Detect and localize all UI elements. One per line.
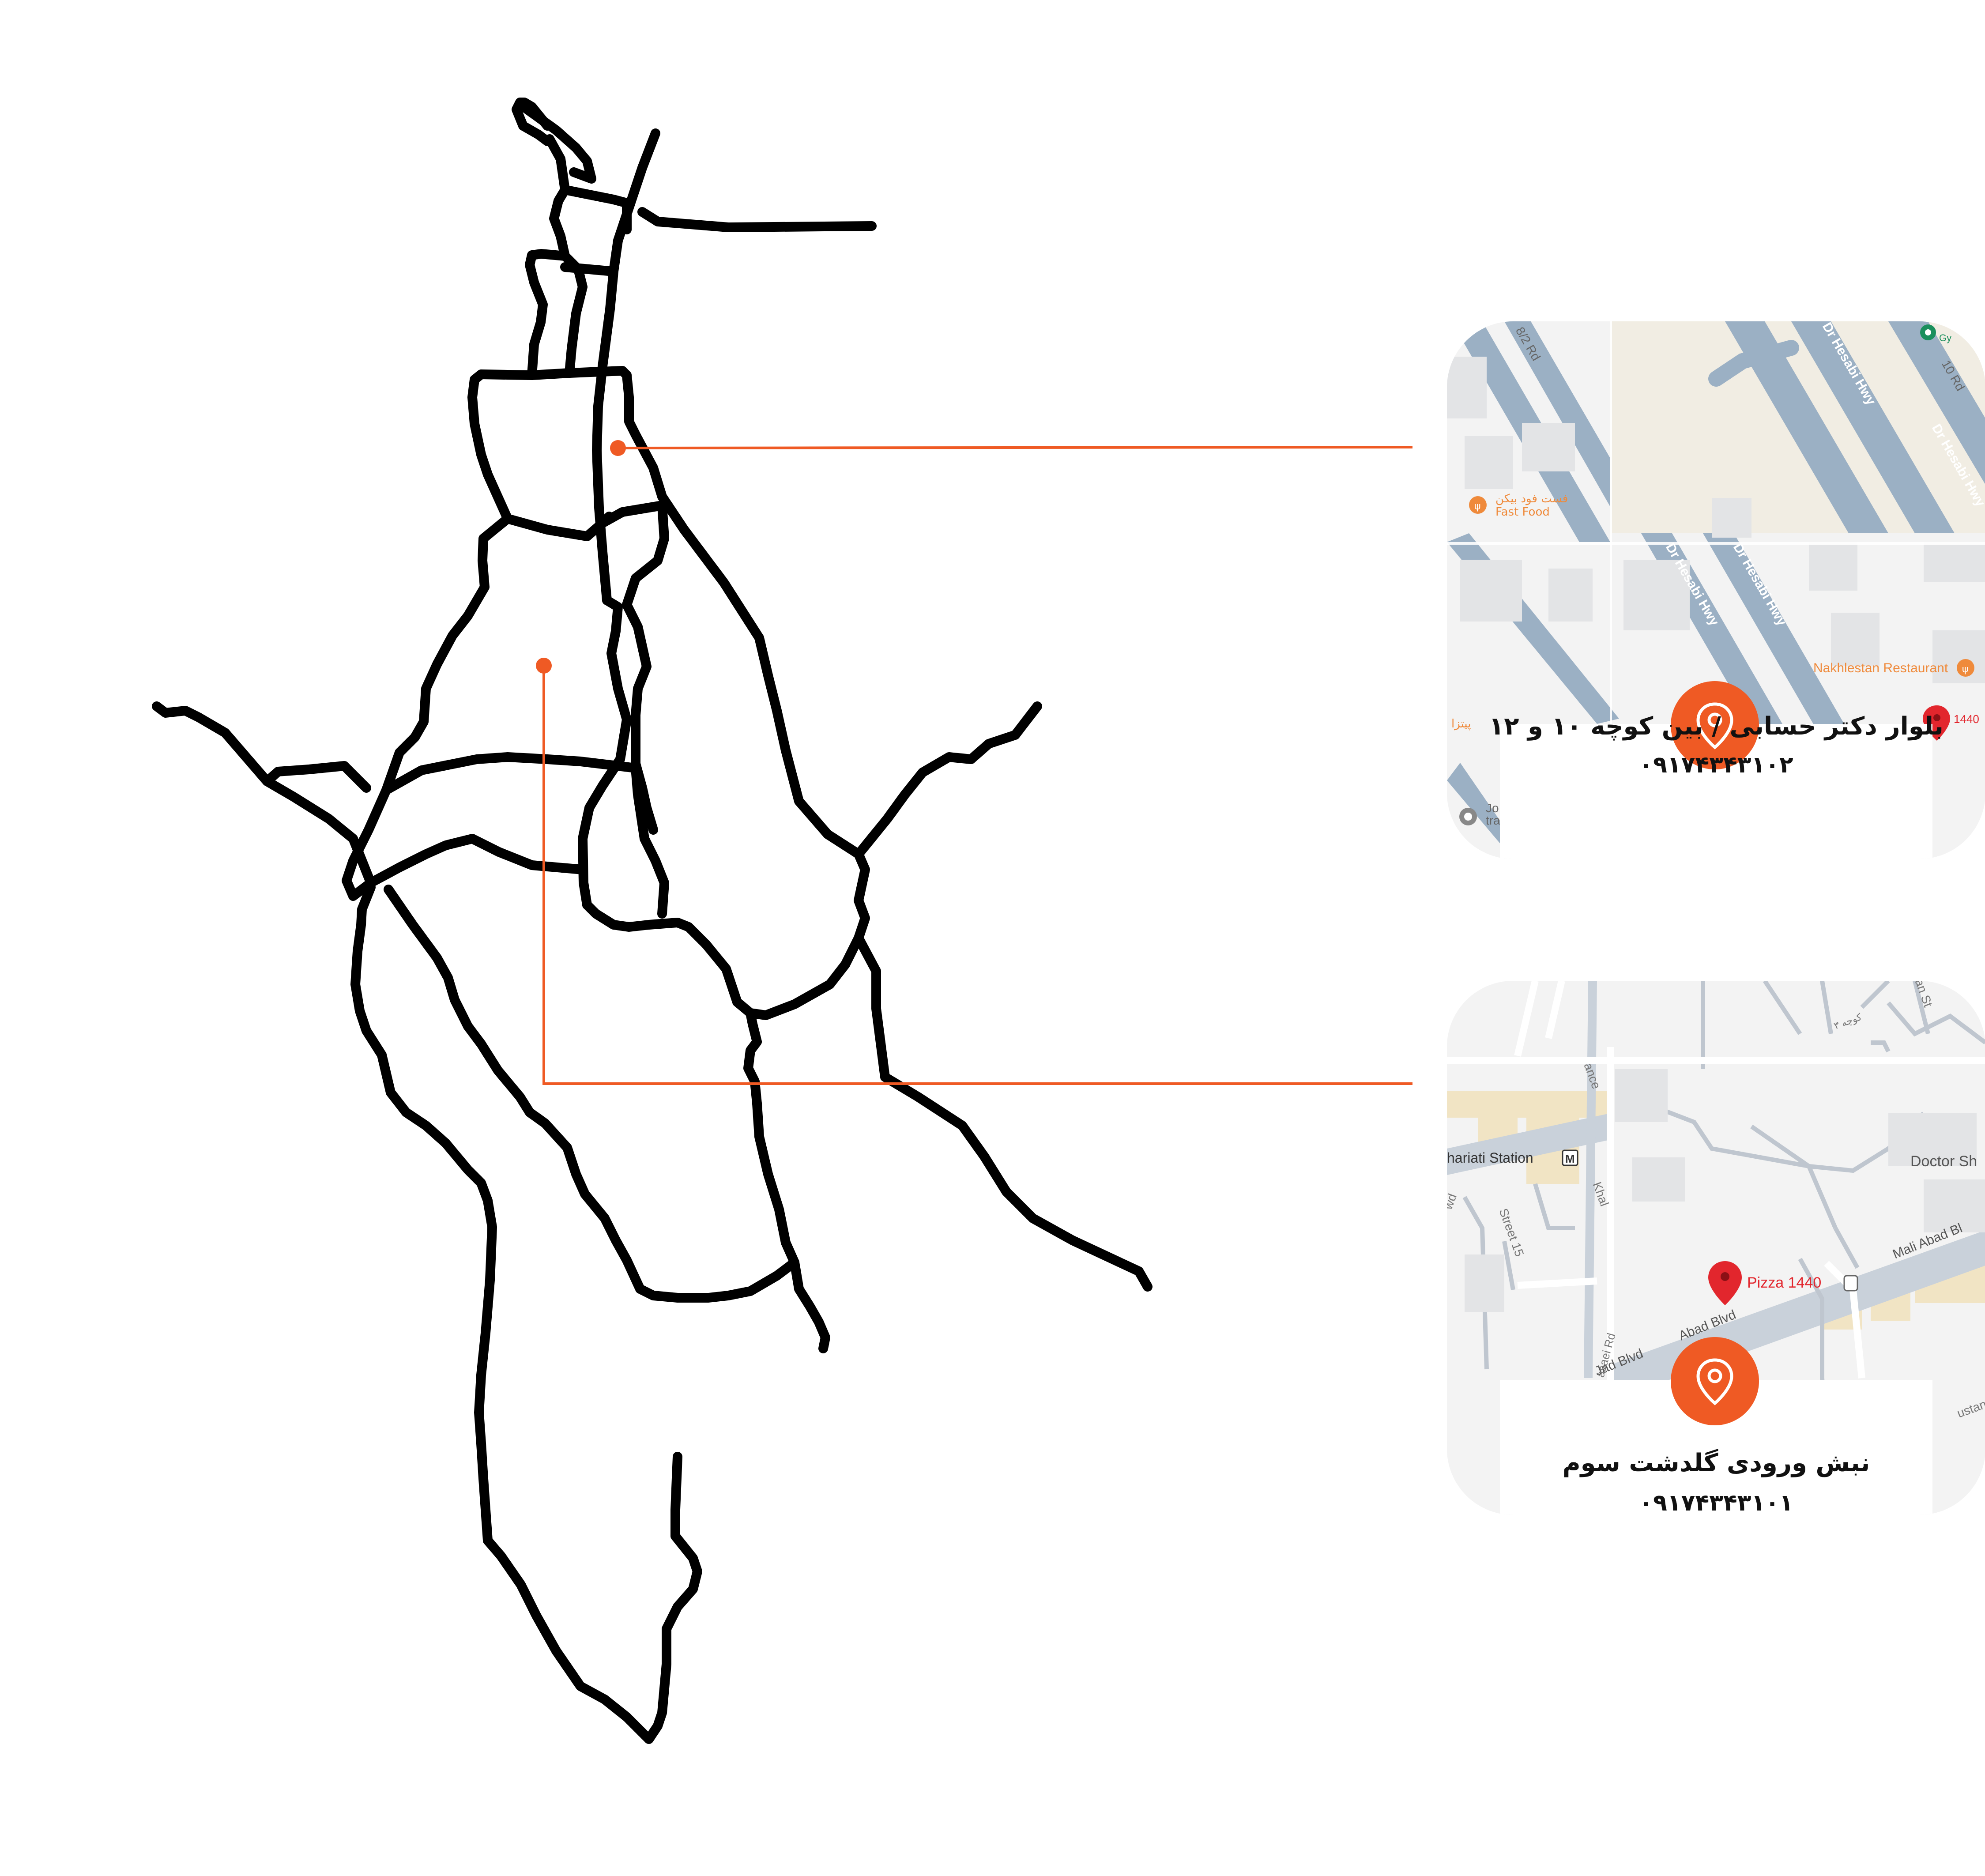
- road: [752, 1099, 830, 1353]
- road: [854, 933, 1153, 1292]
- phone-text[interactable]: ۰۹۱۷۴۳۴۳۱۰۱: [1639, 1490, 1793, 1515]
- restaurant-icon: [1957, 659, 1974, 677]
- road: [381, 752, 640, 795]
- road: [560, 236, 623, 276]
- address-text: نبش ورودی گلدشت سوم: [1562, 1449, 1870, 1477]
- map-label: Nakhlestan Restaurant: [1813, 661, 1948, 675]
- location-card-hesabi[interactable]: Dr Hesabi Hwy Dr Hesabi Hwy Dr Hesabi Hw…: [1447, 321, 1985, 859]
- marker-golshat[interactable]: [536, 658, 552, 674]
- connector-lines: [542, 445, 1412, 1085]
- road: [483, 1452, 702, 1744]
- marker-hesabi[interactable]: [610, 440, 626, 456]
- location-button[interactable]: [1671, 681, 1759, 769]
- location-pin-icon: [1696, 1358, 1733, 1405]
- road: [545, 134, 570, 195]
- road: [592, 267, 618, 605]
- road: [560, 251, 588, 378]
- location-pin-icon: [1696, 702, 1733, 750]
- svg-text:ψ: ψ: [1962, 664, 1969, 675]
- road: [560, 185, 632, 234]
- map-label: M: [1565, 1152, 1575, 1165]
- road: [467, 834, 588, 874]
- map-label: Pizza 1440: [1747, 1274, 1821, 1291]
- road: [622, 600, 658, 835]
- road: [637, 207, 877, 232]
- road: [854, 701, 1042, 859]
- road: [854, 849, 870, 943]
- road: [467, 369, 537, 524]
- transit-icon: [1843, 1275, 1858, 1292]
- road: [384, 885, 799, 1303]
- location-button[interactable]: [1671, 1337, 1759, 1425]
- map-label: 1440: [1954, 712, 1979, 726]
- road: [746, 933, 863, 1020]
- fast-food-icon: [1469, 496, 1487, 514]
- svg-text:ψ: ψ: [1474, 501, 1481, 512]
- road: [613, 128, 660, 245]
- city-road-map: [152, 98, 1412, 1744]
- map-label: Doctor Sh: [1910, 1153, 1977, 1170]
- road: [582, 900, 755, 1018]
- map-label: Gy: [1939, 332, 1951, 343]
- metro-icon: [1562, 1149, 1578, 1166]
- road: [578, 595, 632, 910]
- map-label: پیتزا: [1451, 717, 1471, 731]
- road: [743, 1008, 762, 1108]
- road: [503, 512, 614, 541]
- map-label: Fast Food: [1495, 505, 1550, 519]
- location-card-golshat[interactable]: hariati Station M Doctor Sh Mali Abad Bl…: [1447, 981, 1985, 1515]
- road: [527, 366, 667, 501]
- road: [549, 185, 570, 261]
- address-text: بلوار دکتر حسابی / بین کوچه ۱۰ و ۱۲: [1489, 712, 1944, 741]
- road: [515, 99, 596, 184]
- road: [622, 501, 669, 610]
- road-network: [152, 98, 1153, 1744]
- road: [631, 763, 669, 919]
- map-pin-icon: [1708, 1261, 1742, 1305]
- road: [152, 701, 376, 888]
- map-label: hariati Station: [1447, 1150, 1533, 1166]
- connector-line-golshat: [542, 666, 1412, 1085]
- map-label: فست فود بیکن: [1495, 492, 1568, 505]
- road: [262, 761, 371, 793]
- road: [657, 492, 863, 859]
- phone-text[interactable]: ۰۹۱۷۴۳۴۳۱۰۲: [1639, 752, 1793, 778]
- connector-line-hesabi: [618, 445, 1412, 449]
- road: [598, 501, 667, 528]
- map-label: Jo: [1486, 801, 1499, 815]
- road: [381, 514, 512, 795]
- road: [525, 249, 570, 380]
- map-label: tra: [1486, 814, 1500, 827]
- road: [350, 882, 497, 1545]
